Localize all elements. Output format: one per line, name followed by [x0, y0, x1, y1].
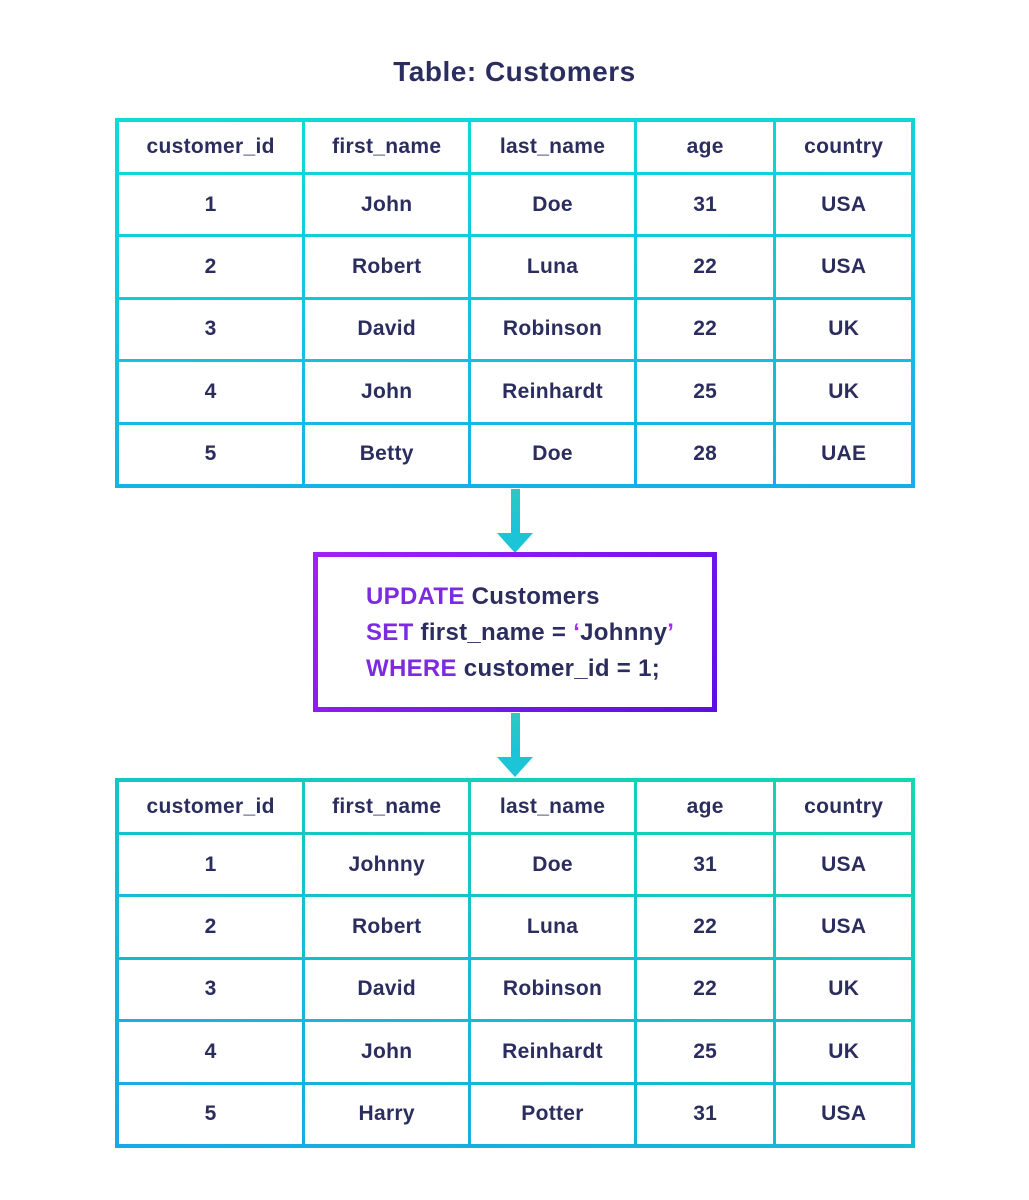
- sql-close-quote: ’: [667, 619, 675, 646]
- table-cell: 2: [119, 897, 303, 957]
- table-cell: Doe: [471, 835, 634, 895]
- table-cell: 22: [636, 237, 774, 297]
- table-cell: 5: [119, 424, 303, 484]
- column-header: country: [776, 782, 911, 832]
- table-cell: Reinhardt: [471, 1022, 634, 1082]
- table-cell: 22: [636, 897, 774, 957]
- table-cell: Doe: [471, 175, 634, 235]
- table-cell: Doe: [471, 424, 634, 484]
- table-cell: USA: [776, 1084, 911, 1144]
- table-cell: UK: [776, 1022, 911, 1082]
- sql-line-where: WHERE customer_id = 1;: [366, 651, 712, 687]
- table-cell: 2: [119, 237, 303, 297]
- table-cell: 22: [636, 299, 774, 360]
- table-cell: Reinhardt: [471, 362, 634, 422]
- column-header: country: [776, 122, 911, 172]
- table-cell: USA: [776, 835, 911, 895]
- column-header: age: [636, 782, 774, 832]
- table-cell: 31: [636, 835, 774, 895]
- table-cell: Luna: [471, 237, 634, 297]
- arrow-stem: [510, 489, 520, 533]
- column-header: age: [636, 122, 774, 172]
- table-cell: 5: [119, 1084, 303, 1144]
- arrow-down-icon: [497, 713, 533, 777]
- sql-text: Customers: [464, 583, 600, 610]
- table-cell: Johnny: [305, 835, 469, 895]
- sql-line-set: SET first_name = ‘Johnny’: [366, 615, 712, 651]
- table-cell: Robinson: [471, 959, 634, 1020]
- column-header: first_name: [305, 782, 469, 832]
- table-cell: 1: [119, 175, 303, 235]
- table-cell: Harry: [305, 1084, 469, 1144]
- table-cell: USA: [776, 237, 911, 297]
- table-cell: UK: [776, 299, 911, 360]
- table-cell: UAE: [776, 424, 911, 484]
- sql-open-quote: ‘: [573, 619, 581, 646]
- column-header: customer_id: [119, 122, 303, 172]
- table-cell: USA: [776, 897, 911, 957]
- table-cell: 4: [119, 1022, 303, 1082]
- arrow-head: [497, 757, 533, 777]
- table-cell: Potter: [471, 1084, 634, 1144]
- table-cell: Betty: [305, 424, 469, 484]
- page-title: Table: Customers: [393, 56, 636, 87]
- table-cell: John: [305, 362, 469, 422]
- table-cell: Robert: [305, 237, 469, 297]
- table-cell: 31: [636, 1084, 774, 1144]
- sql-keyword-where: WHERE: [366, 655, 457, 682]
- arrow-stem: [510, 713, 520, 757]
- table-cell: John: [305, 175, 469, 235]
- arrow-head: [497, 533, 533, 553]
- table-cell: Robinson: [471, 299, 634, 360]
- table-cell: Luna: [471, 897, 634, 957]
- table-cell: 3: [119, 299, 303, 360]
- table-cell: 1: [119, 835, 303, 895]
- sql-keyword-set: SET: [366, 619, 414, 646]
- table-cell: David: [305, 959, 469, 1020]
- table-cell: 4: [119, 362, 303, 422]
- sql-text: customer_id = 1;: [456, 655, 661, 682]
- column-header: customer_id: [119, 782, 303, 832]
- sql-statement-box: UPDATE Customers SET first_name = ‘Johnn…: [313, 552, 717, 712]
- table-cell: 25: [636, 1022, 774, 1082]
- table-cell: 3: [119, 959, 303, 1020]
- sql-keyword-update: UPDATE: [366, 583, 465, 610]
- table-cell: UK: [776, 959, 911, 1020]
- table-cell: 31: [636, 175, 774, 235]
- sql-value: Johnny: [580, 619, 668, 646]
- table-cell: David: [305, 299, 469, 360]
- table-cell: 28: [636, 424, 774, 484]
- table-cell: USA: [776, 175, 911, 235]
- table-cell: UK: [776, 362, 911, 422]
- table-cell: Robert: [305, 897, 469, 957]
- column-header: last_name: [471, 782, 634, 832]
- arrow-down-icon: [497, 489, 533, 553]
- column-header: last_name: [471, 122, 634, 172]
- table-cell: 25: [636, 362, 774, 422]
- table-cell: 22: [636, 959, 774, 1020]
- sql-text: first_name =: [413, 619, 574, 646]
- sql-line-update: UPDATE Customers: [366, 579, 712, 615]
- column-header: first_name: [305, 122, 469, 172]
- table-cell: John: [305, 1022, 469, 1082]
